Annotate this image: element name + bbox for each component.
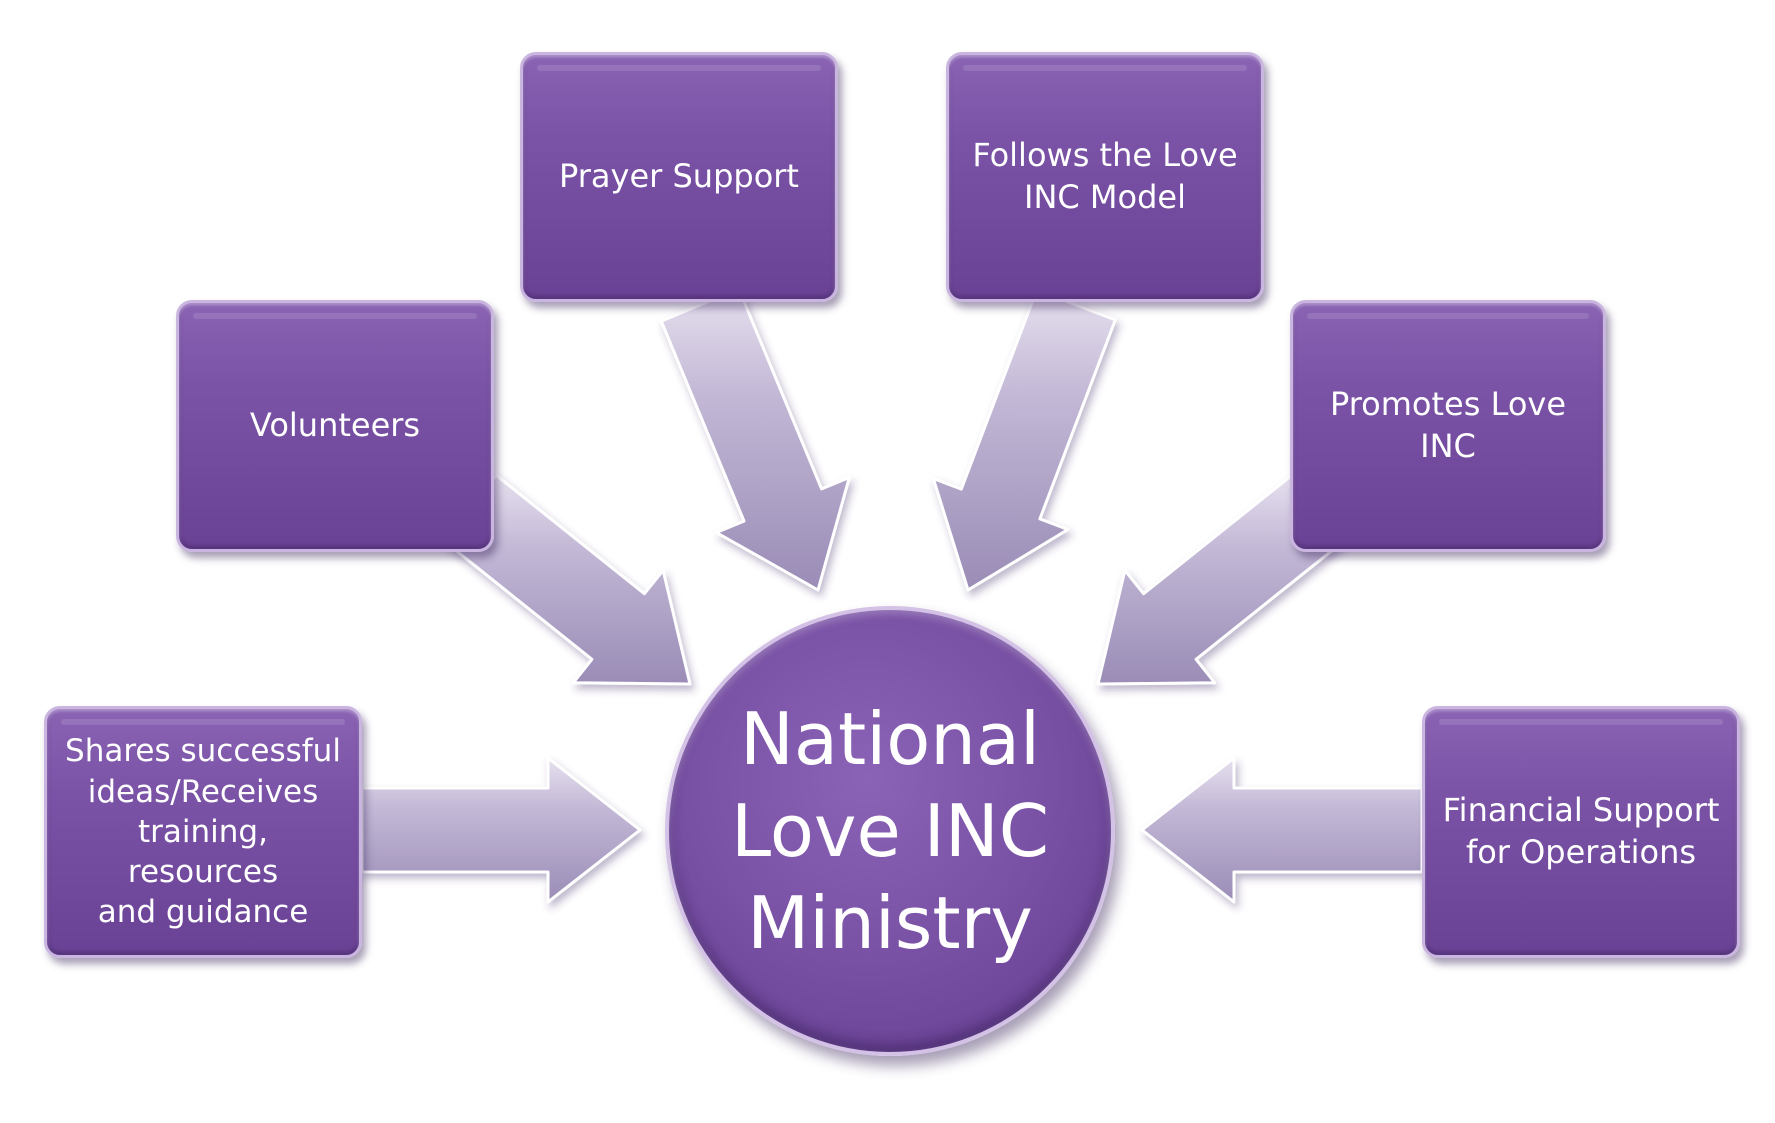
node-shares-ideas-label: Shares successful ideas/Receives trainin… — [65, 733, 341, 931]
arrow-model-to-center — [931, 288, 1117, 592]
node-prayer-support: Prayer Support — [520, 52, 838, 302]
center-ministry-circle: National Love INC Ministry — [665, 606, 1115, 1056]
node-shares-ideas: Shares successful ideas/Receives trainin… — [44, 706, 362, 958]
node-promotes-love-inc-label: Promotes Love INC — [1329, 385, 1567, 465]
node-follows-model-label: Follows the Love INC Model — [972, 136, 1238, 216]
node-prayer-support-label: Prayer Support — [559, 157, 799, 196]
node-follows-model: Follows the Love INC Model — [946, 52, 1264, 302]
arrows-layer — [360, 287, 1424, 904]
arrow-promotes-to-center — [1096, 473, 1346, 686]
arrow-prayer-to-center — [659, 287, 851, 592]
node-promotes-love-inc: Promotes Love INC — [1290, 300, 1606, 552]
arrow-shares-to-center — [360, 756, 642, 904]
node-financial-support: Financial Support for Operations — [1422, 706, 1740, 958]
node-financial-support-label: Financial Support for Operations — [1442, 791, 1720, 871]
arrow-volunteers-to-center — [442, 473, 692, 686]
node-volunteers-label: Volunteers — [249, 406, 421, 445]
center-ministry-label: National Love INC Ministry — [730, 696, 1050, 966]
arrow-financial-to-center — [1140, 756, 1424, 904]
node-volunteers: Volunteers — [176, 300, 494, 552]
